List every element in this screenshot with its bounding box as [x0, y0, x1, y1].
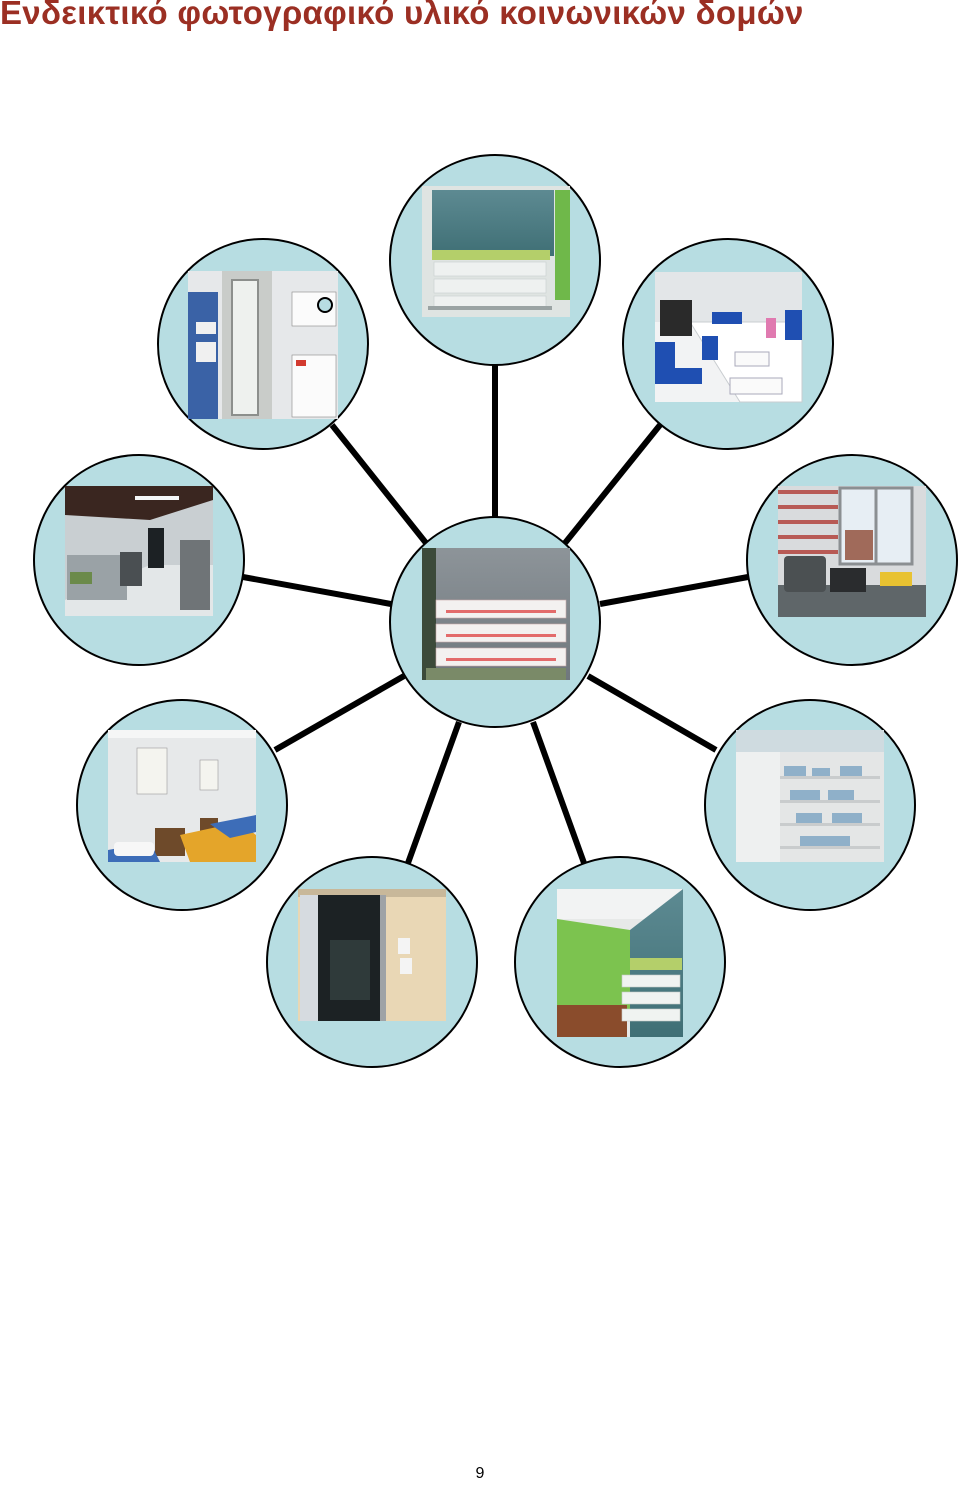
- spoke-line: [329, 423, 429, 545]
- entrance-door-photo: [298, 889, 446, 1021]
- office-window-desk-photo: [778, 486, 926, 617]
- page-number: 9: [475, 1465, 485, 1482]
- photo-node: [266, 856, 478, 1068]
- green-room-shelves-photo: [557, 889, 683, 1037]
- hub-node: [389, 516, 601, 728]
- dormitory-beds-photo: [108, 730, 256, 862]
- page-title: Ενδεικτικό φωτογραφικό υλικό κοινωνικών …: [0, 0, 804, 31]
- photo-node: [389, 154, 601, 366]
- spoke-line: [273, 673, 406, 753]
- spoke-line: [405, 720, 462, 865]
- spoke-line: [586, 673, 718, 753]
- connector-lines: [242, 365, 749, 865]
- kitchen-area-photo: [65, 486, 213, 616]
- office-meeting-table-photo: [655, 272, 803, 403]
- photo-node: [76, 699, 288, 911]
- spoke-line: [562, 423, 663, 545]
- pharmacy-shelves-photo: [736, 730, 884, 862]
- entrance-notice-board-photo: [188, 271, 338, 419]
- photo-node: [33, 454, 245, 666]
- photo-node: [622, 238, 834, 450]
- photo-node: [746, 454, 958, 666]
- photo-node: [157, 238, 369, 450]
- spoke-line: [599, 574, 749, 607]
- social-grocery-shelves-photo: [422, 548, 570, 680]
- photo-node: [514, 856, 726, 1068]
- photo-node: [704, 699, 916, 911]
- spoke-line: [530, 720, 587, 865]
- social-grocery-wall-shelves-photo: [422, 186, 570, 317]
- spoke-line: [242, 574, 392, 607]
